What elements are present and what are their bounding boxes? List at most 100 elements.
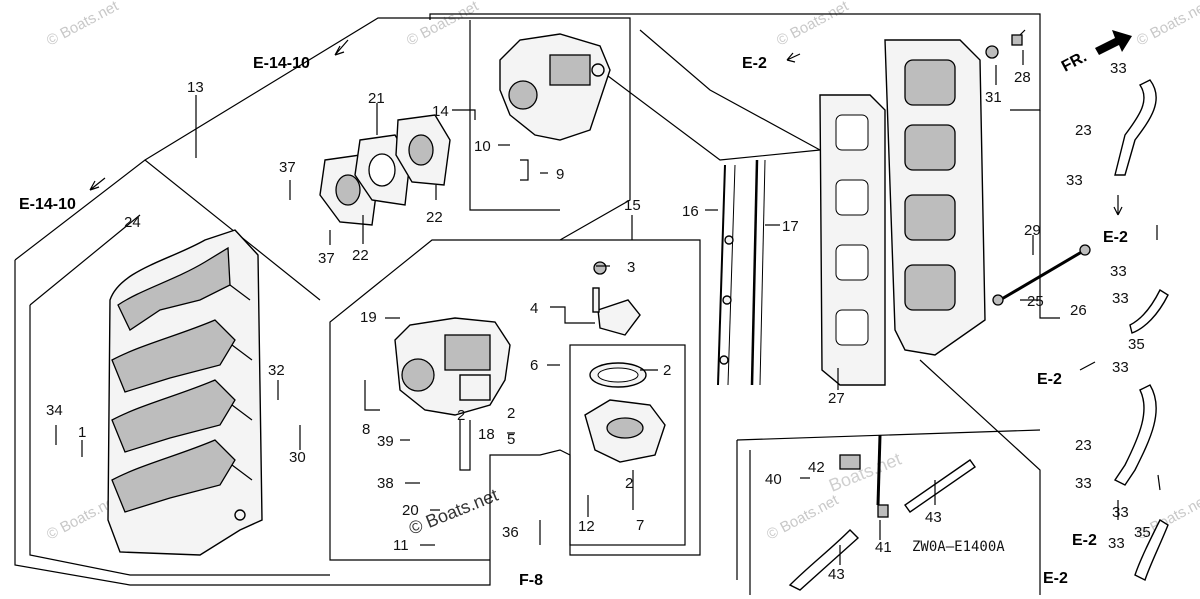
callout-23: 23 [1075,122,1092,139]
callout-labels: 1 2 2 2 2 3 4 5 6 7 8 9 10 11 12 13 14 1… [46,60,1151,583]
callout-16: 16 [682,203,699,220]
callout-12: 12 [578,518,595,535]
watermark: © Boats.net [44,0,122,50]
carb-to-gasket-line [599,69,821,161]
callout-8: 8 [362,421,370,438]
carburetor-lower [394,317,511,416]
diagram-code: ZW0A–E1400A [912,539,1005,555]
callout-22: 22 [352,247,369,264]
callout-33: 33 [1112,504,1129,521]
callout-33: 33 [1108,535,1125,552]
ref-e-2: E-2 [1072,532,1097,549]
exhaust-gasket [819,94,886,386]
ref-e-2: E-2 [742,55,767,72]
callout-27: 27 [828,390,845,407]
carb-top-box [469,20,560,211]
reference-labels: E-14-10 E-14-10 E-2 E-2 E-2 E-2 E-2 F-8 … [19,30,1132,589]
callout-43: 43 [925,509,942,526]
insulator-gaskets [319,114,451,226]
callout-33: 33 [1112,359,1129,376]
hose-frame-top [736,429,1041,441]
callout-10: 10 [474,138,491,155]
linkage-rods [717,159,766,386]
ref-e-14-10: E-14-10 [19,196,76,213]
callout-22: 22 [426,209,443,226]
callout-37: 37 [279,159,296,176]
callout-29: 29 [1024,222,1041,239]
callout-2: 2 [507,405,515,422]
callout-2: 2 [625,475,633,492]
callout-28: 28 [1014,69,1031,86]
watermark-brand-faint: Boats.net [826,449,904,496]
manifold-cover [884,29,1091,356]
hoses [788,79,1169,591]
assembly-frames [14,13,1041,595]
callout-26: 26 [1070,302,1087,319]
callout-33: 33 [1112,290,1129,307]
ref-e-2: E-2 [1103,229,1128,246]
callout-5: 5 [507,431,515,448]
callout-3: 3 [627,259,635,276]
callout-30: 30 [289,449,306,466]
upper-diag [639,29,821,151]
callout-17: 17 [782,218,799,235]
callout-40: 40 [765,471,782,488]
watermark: © Boats.net [1134,0,1200,50]
callout-20: 20 [402,502,419,519]
callout-15: 15 [624,197,641,214]
callout-11: 11 [393,537,409,554]
callout-41: 41 [875,539,892,556]
callout-23: 23 [1075,437,1092,454]
callout-39: 39 [377,433,394,450]
callout-13: 13 [187,79,204,96]
ref-f-8: F-8 [519,572,543,589]
throttle-parts [584,261,666,463]
callout-38: 38 [377,475,394,492]
callout-42: 42 [808,459,825,476]
ref-e-14-10: E-14-10 [253,55,310,72]
callout-2: 2 [457,407,465,424]
callout-7: 7 [636,517,644,534]
callout-19: 19 [360,309,377,326]
callout-18: 18 [478,426,495,443]
callout-35: 35 [1128,336,1145,353]
watermark: © Boats.net [764,491,842,543]
watermark: © Boats.net [774,0,852,50]
callout-33: 33 [1075,475,1092,492]
callout-35: 35 [1134,524,1151,541]
top-right-frame [429,13,1041,111]
leader-lines [55,50,1060,565]
callout-34: 34 [46,402,63,419]
ref-e-2: E-2 [1037,371,1062,388]
callout-2: 2 [663,362,671,379]
callout-6: 6 [530,357,538,374]
callout-4: 4 [530,300,538,317]
callout-33: 33 [1066,172,1083,189]
callout-25: 25 [1027,293,1044,310]
callout-43: 43 [828,566,845,583]
callout-33: 33 [1110,263,1127,280]
callout-1: 1 [78,424,86,441]
callout-14: 14 [432,103,449,120]
callout-9: 9 [556,166,564,183]
callout-32: 32 [268,362,285,379]
callout-24: 24 [124,214,141,231]
left-inner-frame [29,305,330,576]
callout-37: 37 [318,250,335,267]
carburetor-upper [499,33,611,141]
front-arrow-icon [1095,30,1132,55]
upper-frame [144,17,631,241]
callout-36: 36 [502,524,519,541]
callout-31: 31 [985,89,1002,106]
watermark-brand: © Boats.net [406,485,501,539]
intake-manifold [107,229,263,556]
callout-33: 33 [1110,60,1127,77]
ref-e-2: E-2 [1043,570,1068,587]
hose-frame-right [919,359,1041,595]
reference-arrows [89,39,1161,520]
callout-21: 21 [368,90,385,107]
left-inner-top [29,214,141,306]
throttle-body-box [569,344,686,546]
front-label: FR. [1059,48,1090,75]
